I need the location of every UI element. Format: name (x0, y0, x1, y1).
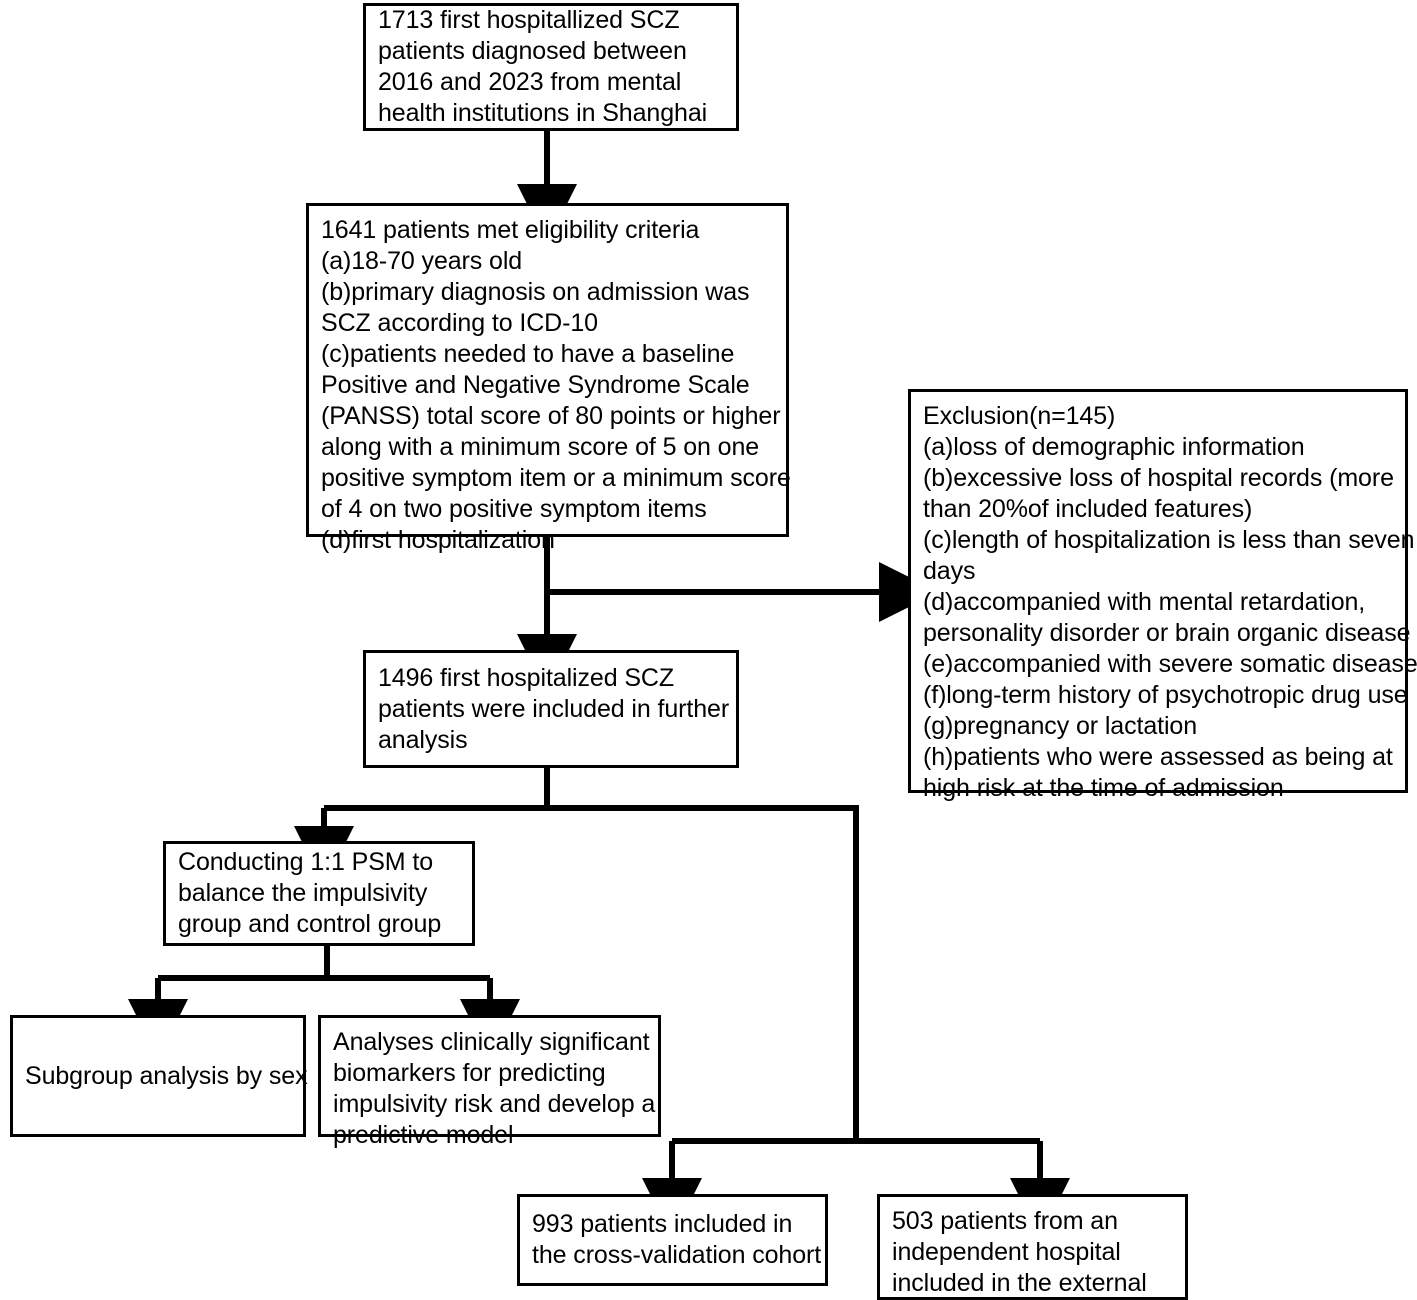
source-cohort-line-3: 2016 and 2023 from mental (378, 68, 682, 96)
psm-line-1: Conducting 1:1 PSM to (178, 848, 433, 876)
exclusion-line-10: (f)long-term history of psychotropic dru… (923, 681, 1408, 709)
eligibility-line-1: 1641 patients met eligibility criteria (321, 216, 700, 244)
exclusion-line-5: (c)length of hospitalization is less tha… (923, 526, 1415, 554)
biomarker-line-4: predictive model (333, 1121, 514, 1149)
exclusion-box: Exclusion(n=145) (a)loss of demographic … (908, 389, 1417, 802)
cross-validation-line-2: the cross-validation cohort (532, 1241, 822, 1269)
exclusion-line-3: (b)excessive loss of hospital records (m… (923, 464, 1394, 492)
source-cohort-box: 1713 first hospitallized SCZ patients di… (363, 3, 739, 131)
exclusion-line-6: days (923, 557, 976, 585)
eligibility-line-8: along with a minimum score of 5 on one (321, 433, 760, 461)
eligibility-line-11: (d)first hospitalization (321, 526, 555, 554)
psm-matching-box: Conducting 1:1 PSM to balance the impuls… (163, 841, 475, 946)
eligibility-line-10: of 4 on two positive symptom items (321, 495, 707, 523)
biomarker-line-3: impulsivity risk and develop a (333, 1090, 656, 1118)
exclusion-line-8: personality disorder or brain organic di… (923, 619, 1411, 647)
external-line-2: independent hospital (892, 1238, 1121, 1266)
eligibility-line-6: Positive and Negative Syndrome Scale (321, 371, 750, 399)
cross-validation-cohort-box: 993 patients included in the cross-valid… (517, 1194, 828, 1286)
eligibility-line-2: (a)18-70 years old (321, 247, 523, 275)
psm-line-3: group and control group (178, 910, 442, 938)
exclusion-line-13: high risk at the time of admission (923, 774, 1284, 802)
biomarker-line-2: biomarkers for predicting (333, 1059, 606, 1087)
eligibility-criteria-box: 1641 patients met eligibility criteria (… (306, 203, 791, 554)
eligibility-line-5: (c)patients needed to have a baseline (321, 340, 735, 368)
included-line-3: analysis (378, 725, 468, 754)
biomarker-line-1: Analyses clinically significant (333, 1028, 650, 1056)
exclusion-line-7: (d)accompanied with mental retardation, (923, 588, 1366, 616)
eligibility-line-3: (b)primary diagnosis on admission was (321, 278, 750, 306)
eligibility-line-7: (PANSS) total score of 80 points or high… (321, 402, 781, 430)
eligibility-line-4: SCZ according to ICD-10 (321, 309, 598, 337)
external-line-3: included in the external (892, 1269, 1147, 1297)
biomarker-analysis-box: Analyses clinically significant biomarke… (318, 1015, 661, 1149)
external-line-1: 503 patients from an (892, 1207, 1118, 1235)
exclusion-line-11: (g)pregnancy or lactation (923, 712, 1198, 740)
subgroup-line-1: Subgroup analysis by sex (25, 1061, 308, 1090)
cross-validation-line-1: 993 patients included in (532, 1210, 793, 1238)
subgroup-analysis-box: Subgroup analysis by sex (10, 1015, 308, 1137)
exclusion-line-2: (a)loss of demographic information (923, 433, 1305, 461)
source-cohort-line-1: 1713 first hospitallized SCZ (378, 6, 680, 34)
included-cohort-box: 1496 first hospitalized SCZ patients wer… (363, 650, 739, 768)
exclusion-line-12: (h)patients who were assessed as being a… (923, 743, 1393, 771)
exclusion-line-1: Exclusion(n=145) (923, 402, 1116, 430)
psm-line-2: balance the impulsivity (178, 879, 428, 907)
included-line-1: 1496 first hospitalized SCZ (378, 663, 675, 692)
source-cohort-line-2: patients diagnosed between (378, 37, 687, 65)
external-validation-cohort-box: 503 patients from an independent hospita… (877, 1194, 1188, 1300)
source-cohort-line-4: health institutions in Shanghai (378, 99, 708, 127)
exclusion-line-9: (e)accompanied with severe somatic disea… (923, 650, 1417, 678)
eligibility-line-9: positive symptom item or a minimum score (321, 464, 791, 492)
exclusion-line-4: than 20%of included features) (923, 495, 1253, 523)
included-line-2: patients were included in further (378, 694, 730, 723)
